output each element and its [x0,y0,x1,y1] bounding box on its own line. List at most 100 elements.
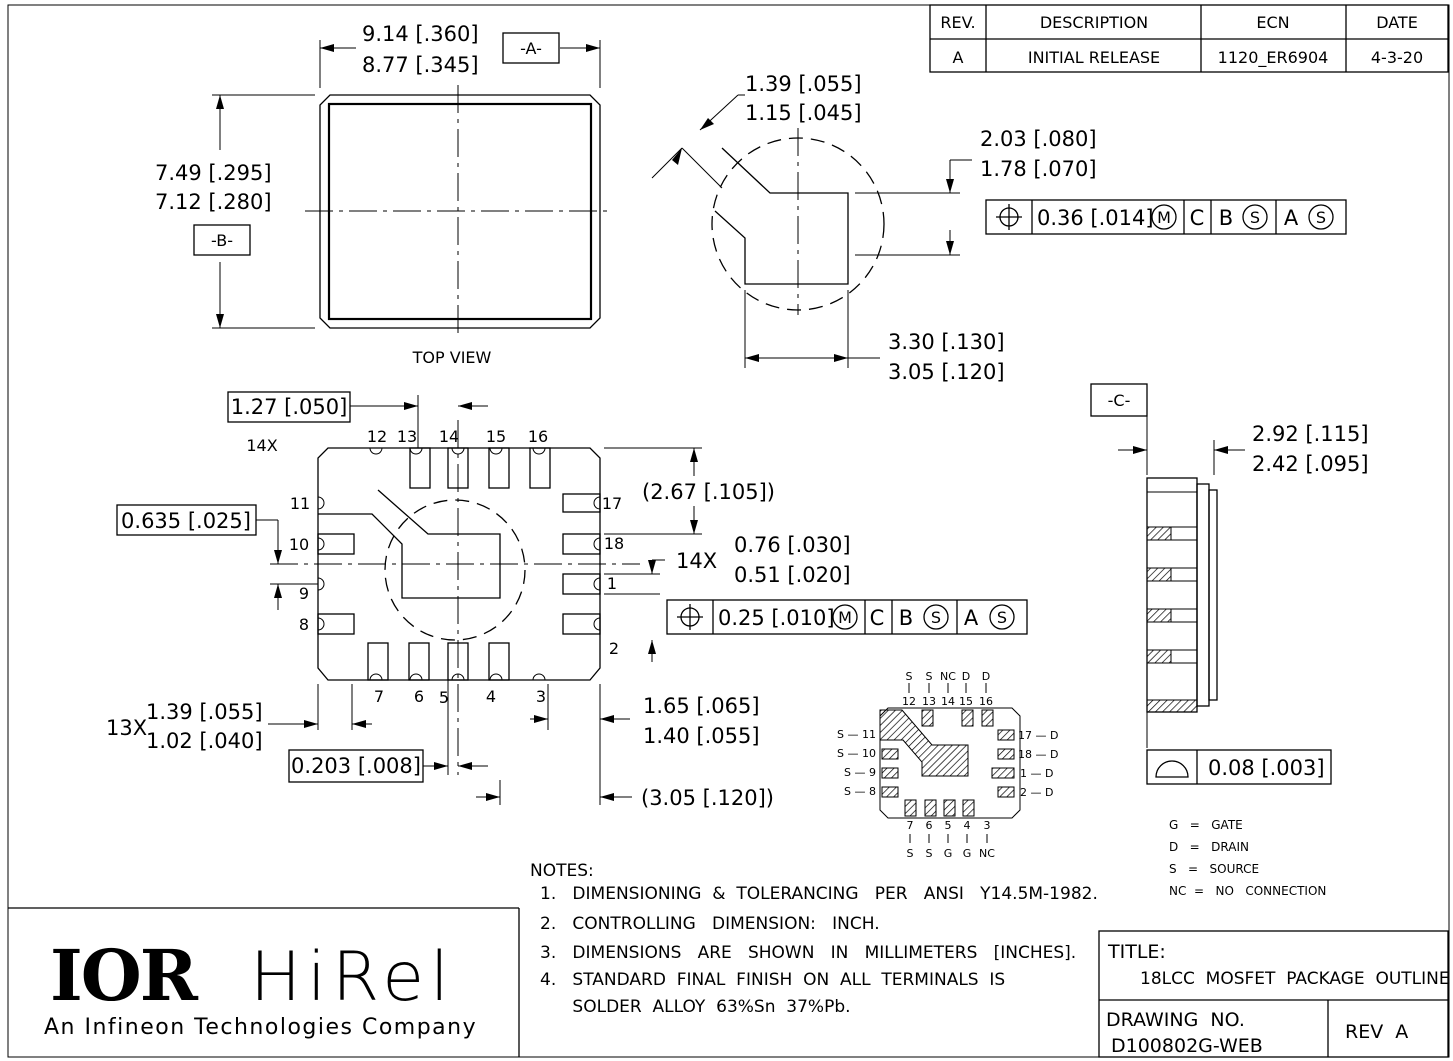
sheet-border [7,4,1450,1058]
bottom-pin-14: 14 [439,427,459,446]
date-value: 4-3-20 [1371,48,1423,67]
pinout-bottom-func-2: S [926,847,933,860]
bottom-fcf-b: B [899,606,913,630]
top-width-max: 9.14 [.360] [362,22,479,46]
date-header: DATE [1376,13,1418,32]
detail-pad-outline [714,147,849,285]
datum-c-box [1090,383,1148,417]
bottom-pin-6: 6 [414,687,424,706]
bottom-pin-13: 13 [397,427,417,446]
bottom-pin-10: 10 [289,535,309,554]
description-header: DESCRIPTION [1040,13,1148,32]
pinout-bottom-num-4: 4 [964,819,971,832]
bottom-feature-control-frame: 0.25 [.010] M C B S A S [666,599,1028,635]
pinout-top-func-2: S [926,670,933,683]
detail-dim2-min: 1.78 [.070] [980,157,1097,181]
pinout-left-3: S — 9 [844,766,876,779]
bottom-pin-16: 16 [528,427,548,446]
pinout-top-func-4: D [962,670,970,683]
length-min: 1.02 [.040] [146,729,263,753]
gap-dim: 0.203 [.008] [291,754,421,778]
detail-fcf-m: M [1157,208,1171,227]
pin-legend: G = GATE D = DRAIN S = SOURCE NC = NO CO… [1169,818,1326,898]
bottom-pin-7: 7 [374,687,384,706]
detail-fcf-a: A [1284,206,1299,230]
pitch-dim: 1.27 [.050] [231,395,348,419]
bottom-pin-17: 17 [602,494,622,513]
pinout-right-4: 2 — D [1020,786,1053,799]
legend-source: S = SOURCE [1169,862,1259,876]
legend-gate: G = GATE [1169,818,1243,832]
detail-dim1-min: 1.15 [.045] [745,101,862,125]
pinout-top-num-1: 12 [902,695,916,708]
bottom-fcf-s2: S [997,608,1007,627]
title-label: TITLE: [1107,941,1166,963]
bottom-pin-4: 4 [486,687,496,706]
pinout-bottom-func-3: G [944,847,953,860]
bottom-pin-9: 9 [299,584,309,603]
bottom-large-pad [318,489,501,599]
pinout-diagram: S S NC D D 12 13 14 15 16 S — 11 S — 10 … [837,670,1058,860]
pinout-top-func-5: D [982,670,990,683]
pinout-bottom-func-1: S [907,847,914,860]
pad-position-dim: (2.67 [.105]) [642,480,775,504]
pad-width-count: 14X [676,549,717,573]
note-4: 4. STANDARD FINAL FINISH ON ALL TERMINAL… [540,970,1005,990]
detail-fcf-c: C [1190,206,1205,230]
pinout-top-func-1: S [906,670,913,683]
bottom-fcf-a: A [964,606,979,630]
drawing-no-label: DRAWING NO. [1106,1009,1245,1031]
note-4-cont: SOLDER ALLOY 63%Sn 37%Pb. [540,997,851,1017]
pinout-outline [879,707,1021,819]
pinout-top-num-3: 14 [941,695,955,708]
ref-dim: (3.05 [.120]) [641,786,774,810]
pinout-top-num-4: 15 [959,695,973,708]
detail-fcf-b: B [1219,206,1233,230]
pinout-bottom-func-4: G [963,847,972,860]
note-3: 3. DIMENSIONS ARE SHOWN IN MILLIMETERS [… [540,943,1076,963]
pinout-left-1: S — 11 [837,728,876,741]
pinout-left-4: S — 8 [844,785,876,798]
detail-fcf-s1: S [1250,208,1260,227]
bottom-pin-3: 3 [536,687,546,706]
detail-dim2-max: 2.03 [.080] [980,127,1097,151]
pad-width-min: 0.51 [.020] [734,563,851,587]
bottom-pin-1: 1 [607,574,617,593]
pitch-count: 14X [246,436,277,455]
pinout-bottom-num-2: 6 [926,819,933,832]
datum-b-label: -B- [211,231,233,250]
pinout-bottom-num-3: 5 [945,819,952,832]
logo-brand: IOR [50,934,199,1017]
side-height-max: 2.92 [.115] [1252,422,1369,446]
bottom-fcf-c: C [870,606,885,630]
flatness-frame [1146,749,1332,785]
bottom-pin-18: 18 [604,534,624,553]
bottom-detail-circle [384,499,526,641]
detail-view: 1.39 [.055] 1.15 [.045] 2.03 [.080] 1.78… [651,72,1347,384]
datum-a-box [502,32,560,64]
flatness-icon [1155,760,1189,778]
datum-a-label: -A- [520,39,542,58]
pinout-right-3: 1 — D [1020,767,1053,780]
ecn-header: ECN [1256,13,1289,32]
title-block: TITLE: 18LCC MOSFET PACKAGE OUTLINE DRAW… [1098,930,1450,1058]
pinout-bottom-num-1: 7 [907,819,914,832]
pinout-right-2: 18 — D [1018,748,1058,761]
ecn-value: 1120_ER6904 [1218,48,1329,68]
note-1: 1. DIMENSIONING & TOLERANCING PER ANSI Y… [540,884,1098,904]
notes-heading: NOTES: [530,861,594,881]
rev-header: REV. [940,13,975,32]
bottom-view-outline [317,447,601,681]
castellations [317,447,601,681]
description-value: INITIAL RELEASE [1028,48,1160,67]
drawing-title: 18LCC MOSFET PACKAGE OUTLINE [1140,969,1450,989]
flatness-value: 0.08 [.003] [1208,756,1325,780]
revision-table: REV. DESCRIPTION ECN DATE A INITIAL RELE… [929,4,1449,73]
bottom-fcf-m: M [838,608,852,627]
offset-dim: 0.635 [.025] [121,509,251,533]
detail-dim3-min: 3.05 [.120] [888,360,1005,384]
side-view: -C- 2.92 [.115] 2.42 [.095] 0.08 [.003] [1090,383,1369,785]
bottom-pin-8: 8 [299,615,309,634]
legend-drain: D = DRAIN [1169,840,1249,854]
